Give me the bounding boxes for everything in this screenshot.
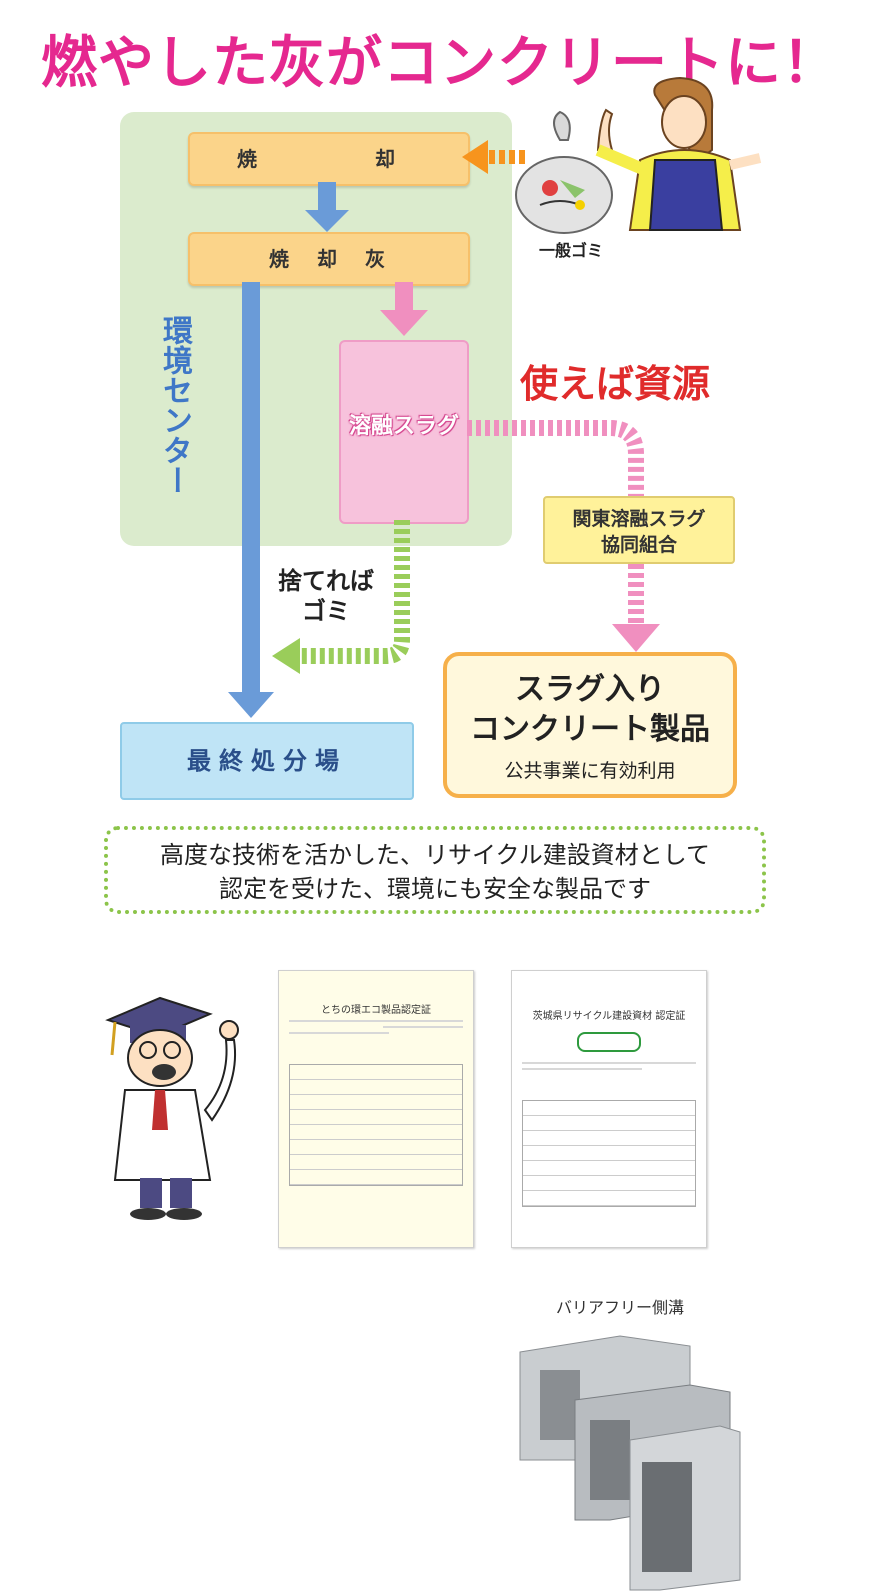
garbage-bag-icon — [515, 110, 613, 234]
ash-box: 焼 却 灰 — [188, 232, 470, 286]
pink-dashed-arrow-icon — [467, 420, 644, 624]
product-box: スラグ入り コンクリート製品 公共事業に有効利用 — [443, 652, 737, 798]
ibaraki-certificate-title: 茨城県リサイクル建設資材 認定証 — [532, 1011, 686, 1022]
waste-line2: ゴミ — [302, 597, 350, 625]
orange-arrow-left-icon — [462, 140, 525, 174]
blue-arrow-down-icon — [305, 182, 349, 232]
ibaraki-logo-icon — [577, 1032, 641, 1052]
ibaraki-certificate: 茨城県リサイクル建設資材 認定証 — [511, 970, 707, 1248]
waste-line1: 捨てれば — [278, 567, 374, 595]
barrier-free-gutter-icon — [519, 1335, 741, 1591]
message-line2: 認定を受けた、環境にも安全な製品です — [219, 875, 651, 903]
union-line2: 協同組合 — [600, 534, 677, 556]
incineration-label: 焼 却 — [237, 147, 421, 171]
pink-arrowhead-icon — [612, 624, 660, 652]
page-title: 燃やした灰がコンクリートに！ — [41, 31, 839, 96]
product-subtitle: 公共事業に有効利用 — [504, 760, 676, 782]
final-disposal-box: 最終処分場 — [120, 722, 414, 800]
green-dashed-arrow-icon — [300, 520, 410, 664]
union-box: 関東溶融スラグ 協同組合 — [543, 496, 735, 564]
green-arrowhead-icon — [272, 638, 300, 674]
tochigi-certificate-title: とちの環エコ製品認定証 — [321, 1005, 431, 1016]
garbage-label: 一般ゴミ — [538, 241, 603, 260]
ash-label: 焼 却 灰 — [269, 247, 389, 271]
tochigi-certificate: とちの環エコ製品認定証 — [278, 970, 474, 1248]
resource-label: 使えば資源 — [520, 362, 711, 406]
pink-arrow-down-icon — [380, 282, 428, 336]
environment-center-label: 環境センター — [157, 315, 192, 495]
professor-illustration-icon — [105, 996, 239, 1220]
message-line1: 高度な技術を活かした、リサイクル建設資材として — [159, 841, 711, 869]
waste-label: 捨てれば ゴミ — [256, 566, 396, 626]
product-title-line1: スラグ入り — [515, 672, 665, 707]
union-line1: 関東溶融スラグ — [572, 508, 706, 530]
product-title-line2: コンクリート製品 — [470, 712, 710, 747]
woman-illustration-icon — [595, 76, 762, 231]
message-frame — [104, 826, 766, 914]
product-title: スラグ入り コンクリート製品 — [447, 670, 733, 750]
message-text: 高度な技術を活かした、リサイクル建設資材として 認定を受けた、環境にも安全な製品… — [104, 838, 766, 906]
barrier-free-caption: バリアフリー側溝 — [555, 1298, 684, 1317]
blue-arrow-final-icon — [228, 282, 274, 718]
slag-label: 溶融スラグ — [348, 414, 459, 439]
